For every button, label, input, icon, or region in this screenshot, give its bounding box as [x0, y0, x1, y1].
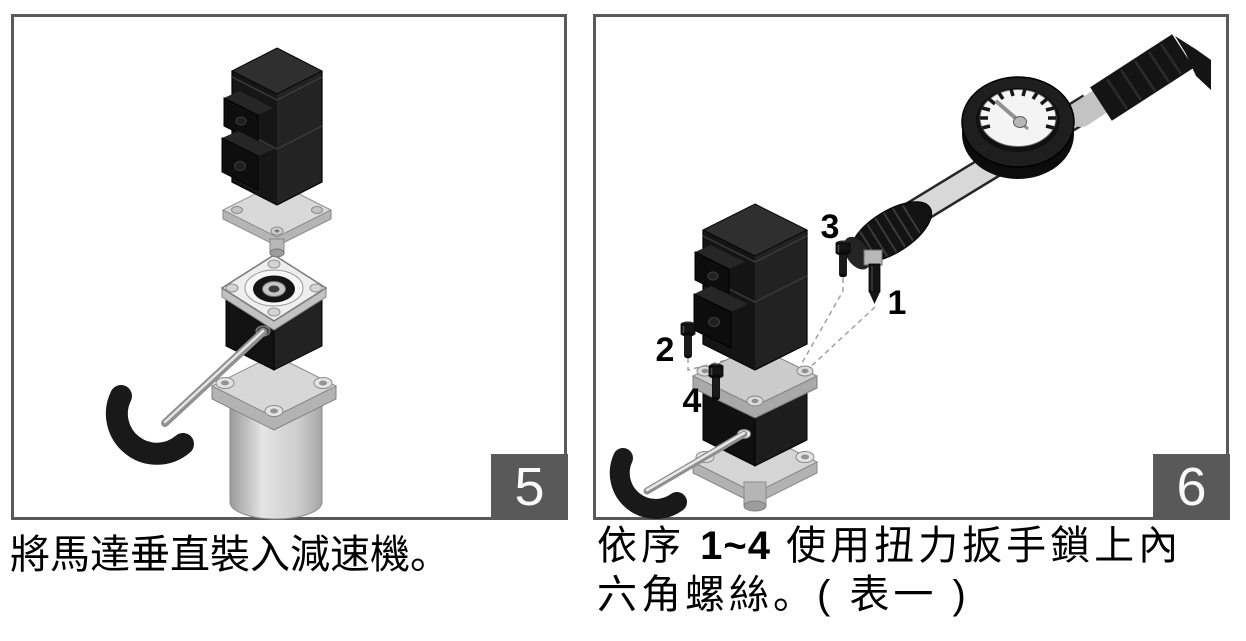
hex-bit [868, 263, 881, 293]
step-number-badge: 6 [1153, 454, 1230, 520]
geared-motor-assembly [609, 203, 819, 519]
motor-illustration [221, 47, 333, 258]
wrench-handle [609, 448, 687, 519]
step-5-caption: 將馬達垂直裝入減速機。 [10, 533, 450, 577]
screw-label-1: 1 [888, 284, 907, 322]
motor-above-gearbox-illustration [105, 47, 338, 520]
wrench-socket-head [843, 201, 933, 304]
caption-text-suffix: 使用扭力扳手鎖上內 [770, 524, 1183, 568]
torque-dial-gauge [961, 76, 1075, 179]
torque-wrench [843, 34, 1211, 304]
step-6-caption: 依序 1~4 使用扭力扳手鎖上內 六角螺絲。( 表一 ) [597, 522, 1182, 620]
caption-text-prefix: 依序 [597, 524, 701, 568]
step-number: 6 [1176, 457, 1207, 517]
step-5-panel: 5 [11, 14, 568, 520]
screw-sequence-labels: 1 2 3 4 [656, 208, 907, 420]
wrench-handle [105, 385, 194, 465]
dial-tick-marks [980, 88, 1056, 130]
screw-2 [680, 320, 696, 360]
step-6-caption-line-1: 依序 1~4 使用扭力扳手鎖上內 [597, 522, 1182, 571]
motor-connector-lower [221, 131, 274, 191]
wrench-tool-illustration [105, 328, 267, 465]
gearbox-illustration [210, 254, 338, 520]
step-number-badge: 5 [491, 454, 568, 520]
screw-label-2: 2 [656, 331, 675, 369]
step-number: 5 [514, 457, 545, 517]
step-6-panel: 1 2 3 4 6 [593, 14, 1230, 520]
step-6-caption-line-2: 六角螺絲。( 表一 ) [597, 573, 970, 617]
sequence-range: 1~4 [700, 524, 771, 568]
motor-connector-lower [693, 286, 748, 349]
wrench-grip [1090, 34, 1211, 121]
screw-label-4: 4 [683, 382, 702, 420]
torque-wrench-tightening-illustration: 1 2 3 4 [609, 34, 1211, 519]
screw-label-3: 3 [821, 208, 840, 246]
